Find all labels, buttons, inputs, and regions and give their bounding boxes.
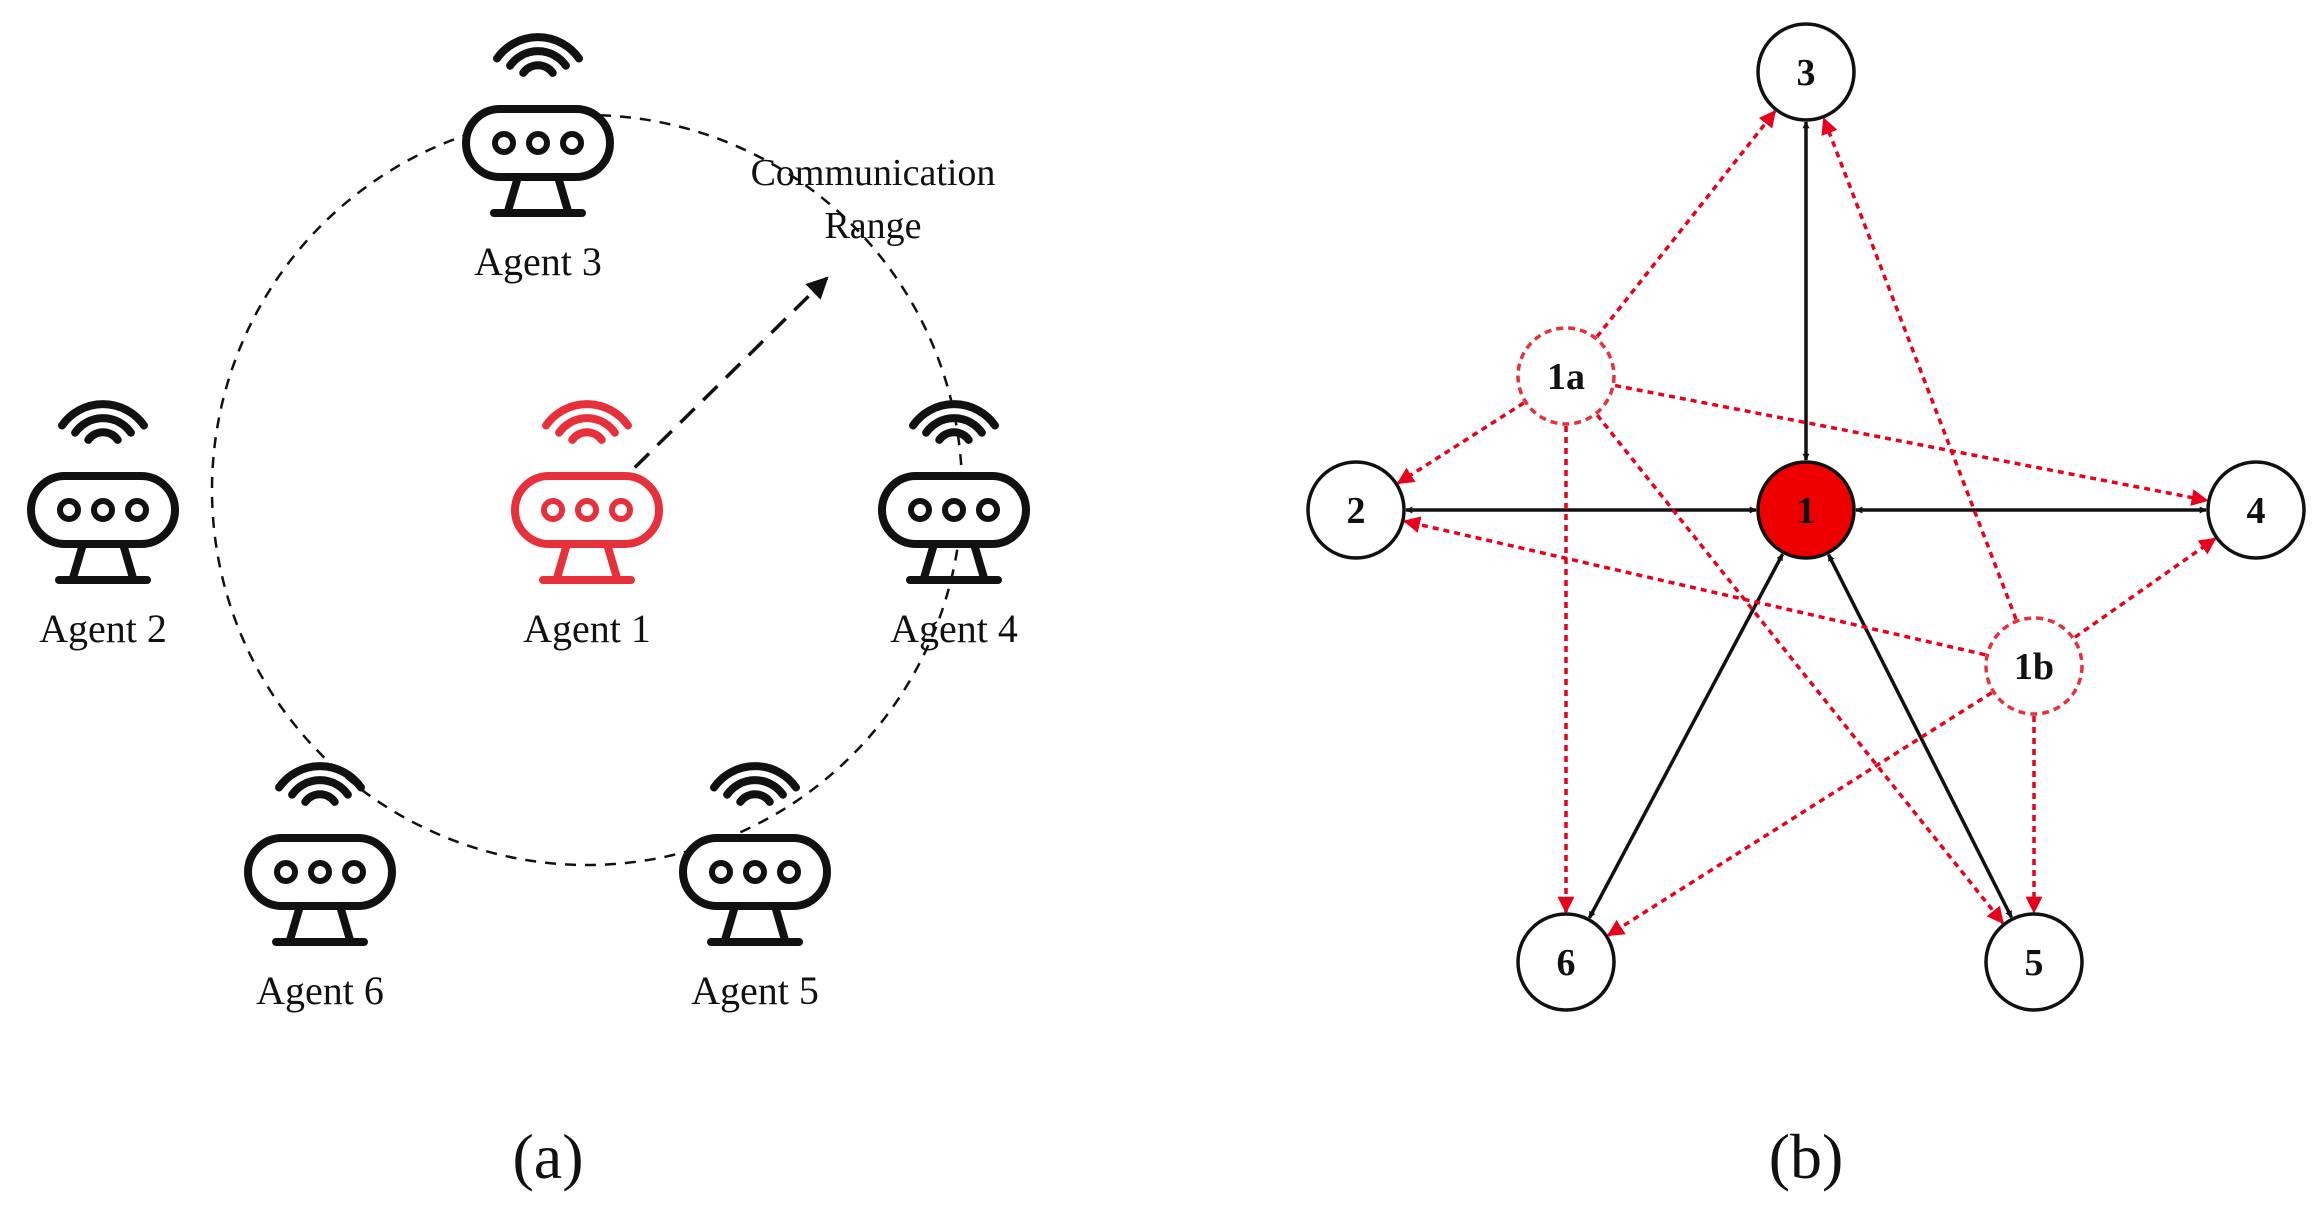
node-1: 1	[1756, 460, 1856, 560]
panel-a-label: (a)	[512, 1121, 583, 1192]
edge-1-6	[1587, 553, 1785, 919]
panel-a: Communication Range Agent 1 Agent 2 Agent …	[27, 33, 1030, 1192]
agent-1: Agent 1	[511, 400, 663, 651]
edge-1a-2	[1396, 401, 1525, 485]
robot-icon	[27, 400, 179, 584]
agent-label: Agent 2	[39, 606, 167, 651]
edge-1b-4	[2073, 537, 2217, 639]
node-1b: 1b	[1984, 616, 2084, 716]
edge-1a-5	[1595, 413, 2005, 925]
range-label-line1: Communication	[751, 152, 996, 194]
agent-label: Agent 1	[523, 606, 651, 651]
edge-1a-3	[1595, 109, 1777, 338]
node-label: 1b	[2014, 646, 2054, 688]
node-label: 6	[1557, 942, 1576, 984]
node-label: 1a	[1547, 356, 1585, 398]
communication-range-arrow	[610, 276, 829, 492]
agent-3: Agent 3	[462, 33, 614, 284]
agent-label: Agent 5	[691, 968, 819, 1013]
agent-5: Agent 5	[679, 762, 831, 1013]
robot-icon	[679, 762, 831, 946]
robot-icon	[462, 33, 614, 217]
node-label: 5	[2025, 942, 2044, 984]
agent-4: Agent 4	[878, 400, 1030, 651]
agent-label: Agent 4	[890, 606, 1018, 651]
edge-1-5	[1826, 553, 2014, 919]
panel-b-label: (b)	[1769, 1121, 1844, 1192]
agent-label: Agent 3	[474, 239, 602, 284]
node-label: 1	[1797, 490, 1816, 532]
robot-icon	[878, 400, 1030, 584]
agent-2: Agent 2	[27, 400, 179, 651]
node-label: 4	[2247, 490, 2266, 532]
range-label-line2: Range	[824, 205, 921, 247]
node-6: 6	[1516, 912, 1616, 1012]
node-4: 4	[2206, 460, 2306, 560]
node-label: 2	[1347, 490, 1366, 532]
node-2: 2	[1306, 460, 1406, 560]
panel-b: 1 2 3 4 5 6 1a 1b (b)	[1306, 22, 2306, 1192]
edge-1b-6	[1606, 691, 1993, 937]
robot-icon	[511, 400, 663, 584]
agent-label: Agent 6	[256, 968, 384, 1013]
node-3: 3	[1756, 22, 1856, 122]
node-label: 3	[1797, 52, 1816, 94]
agent-6: Agent 6	[244, 762, 396, 1013]
node-5: 5	[1984, 912, 2084, 1012]
node-1a: 1a	[1516, 326, 1616, 426]
robot-icon	[244, 762, 396, 946]
edge-1b-2	[1403, 516, 1986, 657]
edge-1b-3	[1821, 117, 2018, 620]
edge-1a-4	[1614, 383, 2209, 506]
